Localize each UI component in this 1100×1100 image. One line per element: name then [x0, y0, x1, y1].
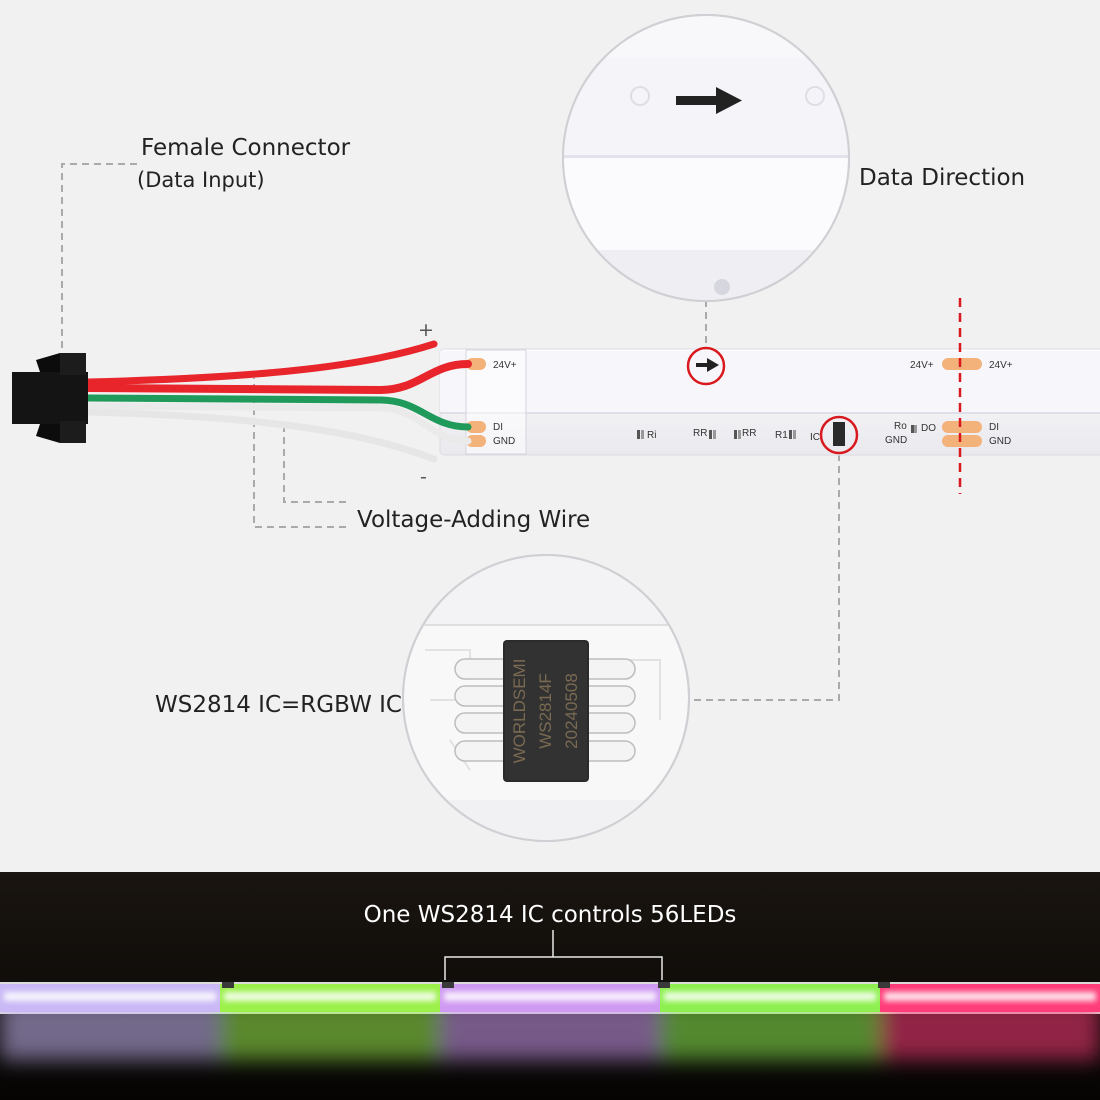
- segment-dividers: [222, 982, 890, 988]
- pad-label-di-left: DI: [493, 422, 503, 433]
- led-banner: One WS2814 IC controls 56LEDs: [0, 872, 1100, 1100]
- pad-24v-right: [942, 358, 982, 370]
- minus-sign: -: [420, 466, 427, 488]
- led-core-layer: [4, 992, 1096, 1001]
- pad-label-di-right: DI: [989, 422, 999, 433]
- led-core-5: [884, 992, 1096, 1001]
- led-core-1: [4, 992, 216, 1001]
- ic-description-label: WS2814 IC=RGBW IC: [155, 692, 402, 718]
- component-ic-label: IC: [810, 432, 820, 443]
- female-connector-label: Female Connector: [141, 135, 351, 161]
- strip-cob-lens: [440, 351, 1100, 413]
- pad-di-right: [942, 421, 982, 433]
- data-input-label: (Data Input): [137, 168, 265, 192]
- plus-sign: +: [418, 319, 434, 341]
- direction-arrow-icon: [676, 87, 742, 114]
- ic-package: [833, 422, 845, 446]
- female-connector-icon: [12, 353, 88, 443]
- data-direction-magnifier: [562, 14, 850, 302]
- ic-leader: [690, 454, 840, 701]
- pad-gnd-right: [942, 435, 982, 447]
- pad-label-gnd-left: GND: [493, 436, 515, 447]
- voltage-wire-label: Voltage-Adding Wire: [357, 507, 590, 533]
- component-rr-1: RR: [693, 428, 707, 439]
- banner-caption: One WS2814 IC controls 56LEDs: [364, 902, 737, 928]
- pad-label-gnd-right: GND: [989, 436, 1011, 447]
- wire-red-strip: [84, 360, 472, 395]
- led-core-4: [664, 992, 876, 1001]
- pad-gnd-left: [466, 435, 486, 447]
- pad-label-do: DO: [921, 423, 936, 434]
- wires: [84, 340, 472, 463]
- data-direction-label: Data Direction: [859, 165, 1025, 191]
- component-ri: Ri: [647, 430, 656, 441]
- chip-brand: WORLDSEMI: [510, 659, 529, 764]
- pad-24v-left: [466, 358, 486, 370]
- led-strip: 24V+ DI GND Ri RR RR R1 IC 24V+ 24V+ Ro …: [439, 298, 1100, 494]
- wire-red-power: [84, 340, 438, 386]
- voltage-leader-inner: [283, 428, 346, 503]
- wire-white-strip: [84, 402, 472, 445]
- pad-label-ro: Ro: [894, 421, 907, 432]
- ic-highlight: [819, 415, 859, 455]
- pad-label-24v-right-a: 24V+: [910, 360, 934, 371]
- connector-leader: [61, 163, 137, 358]
- component-rr-2: RR: [742, 428, 756, 439]
- pad-label-24v-right-b: 24V+: [989, 360, 1013, 371]
- wire-green-data: [84, 394, 472, 431]
- chip-model: WS2814F: [536, 673, 555, 749]
- ic-magnifier: WORLDSEMI WS2814F 20240508: [402, 554, 690, 842]
- direction-highlight: [686, 346, 726, 386]
- pad-di-left: [466, 421, 486, 433]
- wire-white-ground: [84, 408, 438, 463]
- led-core-3: [444, 992, 656, 1001]
- voltage-leader-outer: [253, 378, 346, 528]
- pad-label-24v-left: 24V+: [493, 360, 517, 371]
- pad-label-gnd-mid: GND: [885, 435, 907, 446]
- leader-lines: [61, 163, 840, 701]
- strip-arrow-icon: [696, 358, 719, 372]
- component-r1: R1: [775, 430, 788, 441]
- led-core-2: [224, 992, 436, 1001]
- chip-date-code: 20240508: [562, 673, 581, 749]
